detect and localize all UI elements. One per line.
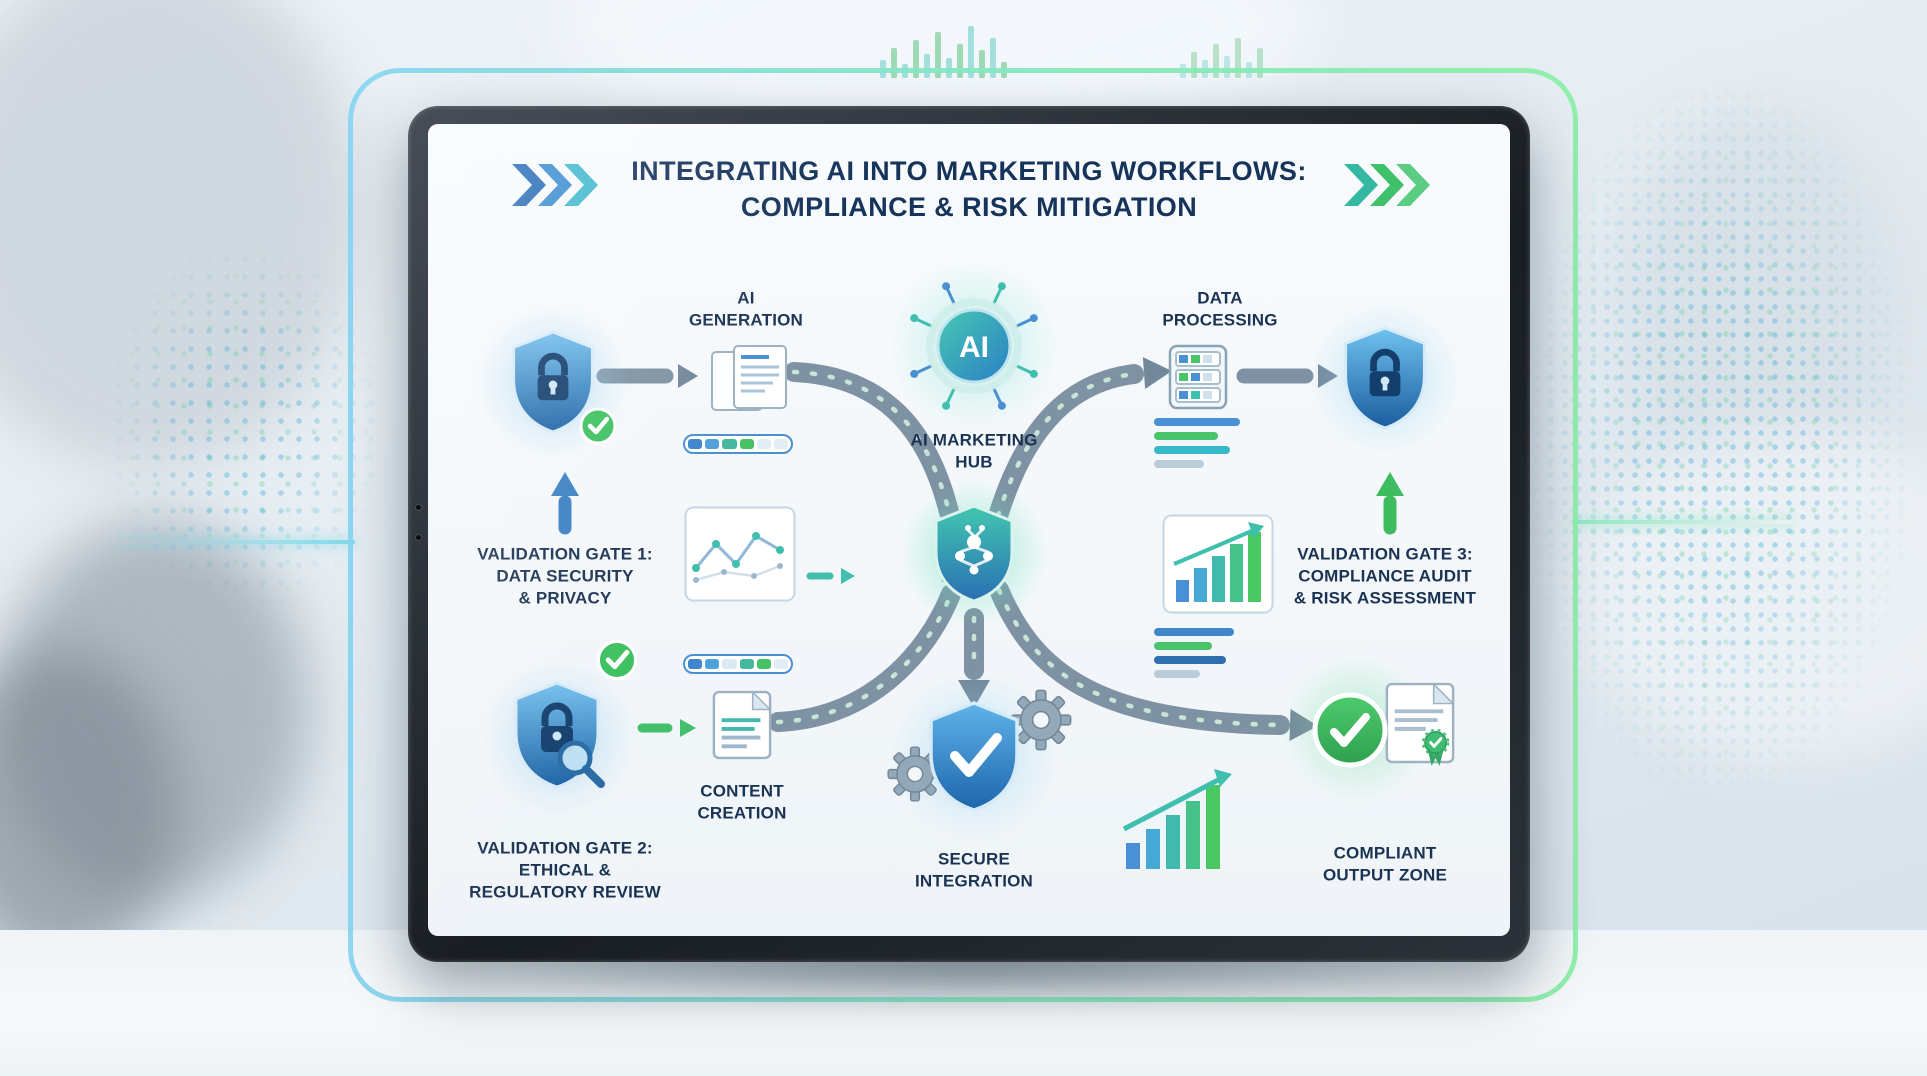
- ai-chip-icon: AI: [910, 282, 1038, 410]
- validation-gate-1-label: VALIDATION GATE 1: DATA SECURITY & PRIVA…: [477, 544, 653, 607]
- growth-chart-icon: [1122, 769, 1232, 869]
- dot-matrix-right: [1530, 90, 1910, 790]
- check-badge-icon: [579, 407, 617, 445]
- certificate-document-icon: [1385, 682, 1455, 766]
- ai-generation-label: AI GENERATION: [688, 288, 804, 329]
- line-chart-icon: [684, 506, 796, 602]
- bar-chart-icon: [1162, 514, 1274, 614]
- data-list-bars-icon: [1154, 628, 1252, 684]
- tablet-screen: INTEGRATING AI INTO MARKETING WORKFLOWS:…: [428, 124, 1510, 936]
- document-pages-icon: [711, 345, 787, 411]
- brain-shield-hub-icon: [934, 504, 1014, 603]
- background-blur: [1580, 430, 1927, 760]
- validation-gate-2-label: VALIDATION GATE 2: ETHICAL & REGULATORY …: [469, 838, 661, 901]
- tablet-device: INTEGRATING AI INTO MARKETING WORKFLOWS:…: [408, 106, 1530, 962]
- shield-check-icon: [929, 701, 1019, 812]
- data-server-icon: [1168, 344, 1228, 410]
- data-list-bars-icon: [1154, 418, 1252, 474]
- shield-lock-icon: [1344, 326, 1426, 430]
- ai-marketing-hub-label: AI MARKETING HUB: [910, 430, 1038, 471]
- progress-bar: [683, 434, 793, 454]
- secure-integration-label: SECURE INTEGRATION: [914, 849, 1034, 890]
- validation-gate-3-label: VALIDATION GATE 3: COMPLIANCE AUDIT & RI…: [1293, 544, 1477, 607]
- glow-line: [120, 540, 355, 544]
- ai-chip-text: AI: [959, 331, 989, 364]
- check-badge-icon: [596, 639, 638, 681]
- diagram-title: INTEGRATING AI INTO MARKETING WORKFLOWS:…: [428, 154, 1510, 225]
- triple-chevron-left-icon: [512, 164, 598, 206]
- glow-line: [1572, 520, 1792, 524]
- content-creation-label: CONTENT CREATION: [697, 781, 787, 822]
- title-line-2: COMPLIANCE & RISK MITIGATION: [740, 191, 1198, 222]
- shield-magnifier-icon: [514, 681, 605, 789]
- triple-chevron-right-icon: [1344, 164, 1430, 206]
- compliant-output-label: COMPLIANT OUTPUT ZONE: [1322, 843, 1448, 884]
- content-document-icon: [712, 690, 772, 760]
- title-line-1: INTEGRATING AI INTO MARKETING WORKFLOWS:: [631, 156, 1307, 186]
- camera-dot-icon: [415, 504, 422, 511]
- shield-lock-icon: [512, 330, 594, 434]
- camera-dot-icon: [415, 534, 422, 541]
- progress-bar: [683, 654, 793, 674]
- dot-matrix-left: [110, 250, 380, 610]
- data-processing-label: DATA PROCESSING: [1162, 288, 1278, 329]
- check-circle-icon: [1312, 692, 1388, 768]
